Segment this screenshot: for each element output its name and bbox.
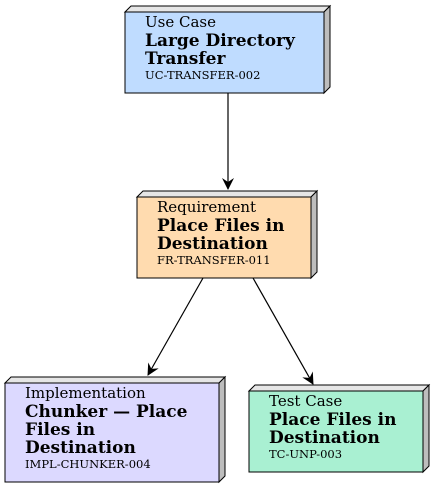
node-implementation-title-line-2: Files in (25, 420, 95, 440)
node-test-case-box (248, 390, 424, 473)
node-implementation[interactable]: Implementation Chunker — Place Files in … (3, 375, 227, 484)
node-test-case[interactable]: Test Case Place Files in Destination TC-… (247, 383, 431, 474)
node-implementation-title-line-3: Destination (25, 438, 136, 458)
node-implementation-id: IMPL-CHUNKER-004 (25, 457, 151, 471)
edge-requirement-to-testcase (252, 277, 314, 385)
node-use-case-type: Use Case (145, 13, 216, 31)
node-test-case-title-line-2: Destination (269, 428, 380, 448)
node-use-case[interactable]: Use Case Large Directory Transfer UC-TRA… (123, 4, 332, 95)
node-requirement[interactable]: Requirement Place Files in Destination F… (135, 189, 319, 280)
node-implementation-type: Implementation (25, 384, 146, 402)
node-test-case-id: TC-UNP-003 (269, 447, 342, 461)
node-requirement-type: Requirement (157, 198, 256, 216)
node-use-case-box (124, 11, 325, 94)
node-requirement-box (136, 196, 312, 279)
node-implementation-box (4, 382, 220, 483)
node-test-case-type: Test Case (269, 392, 342, 410)
node-requirement-title-line-1: Place Files in (157, 216, 284, 236)
node-test-case-title-line-1: Place Files in (269, 410, 396, 430)
node-use-case-id: UC-TRANSFER-002 (145, 68, 260, 82)
edge-requirement-to-implementation (147, 277, 204, 376)
node-requirement-title-line-2: Destination (157, 234, 268, 254)
node-use-case-title-line-2: Transfer (145, 49, 226, 69)
node-requirement-id: FR-TRANSFER-011 (157, 253, 271, 267)
node-use-case-title-line-1: Large Directory (145, 31, 296, 51)
node-implementation-title-line-1: Chunker — Place (25, 402, 188, 422)
